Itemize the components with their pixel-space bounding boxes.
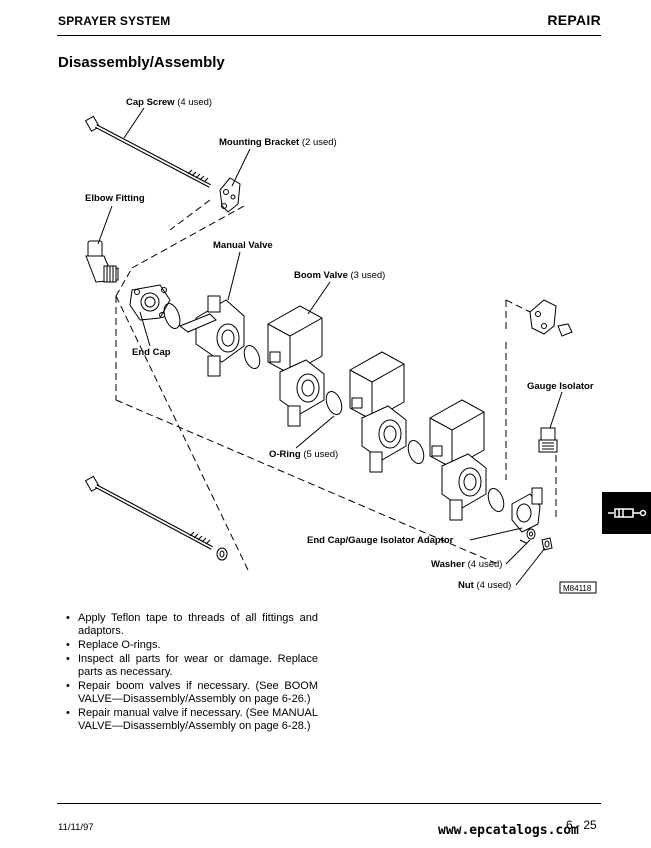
header-rule <box>57 35 601 36</box>
instruction-item: •Apply Teflon tape to threads of all fit… <box>66 612 318 637</box>
boom-valve-3 <box>429 399 487 521</box>
end-cap <box>129 284 171 321</box>
sprayer-section-tab <box>602 492 651 534</box>
instruction-list: •Apply Teflon tape to threads of all fit… <box>66 612 318 734</box>
footer-date: 11/11/97 <box>58 822 94 833</box>
figure-id: M84118 <box>563 584 592 593</box>
label-boom-valve: Boom Valve (3 used) <box>294 270 385 281</box>
mounting-bracket-right <box>529 299 573 337</box>
exploded-assembly-diagram: Cap Screw (4 used) Mounting Bracket (2 u… <box>84 97 597 594</box>
cap-screw-upper <box>84 115 211 188</box>
label-washer: Washer (4 used) <box>431 559 502 570</box>
label-end-cap: End Cap <box>132 347 171 358</box>
label-elbow-fitting: Elbow Fitting <box>85 193 145 204</box>
instruction-item: •Repair manual valve if necessary. (See … <box>66 707 318 732</box>
mounting-bracket-upper <box>219 177 241 213</box>
label-cap-screw: Cap Screw (4 used) <box>126 97 212 108</box>
label-o-ring: O-Ring (5 used) <box>269 449 338 460</box>
manual-valve <box>178 295 245 377</box>
boom-valve-1 <box>267 305 325 427</box>
label-gauge-isolator: Gauge Isolator <box>527 381 594 392</box>
label-end-cap-adaptor: End Cap/Gauge Isolator Adaptor <box>307 535 454 546</box>
end-cap-gauge-isolator-adaptor <box>511 487 543 533</box>
instruction-item: •Replace O-rings. <box>66 639 161 651</box>
label-mounting-bracket: Mounting Bracket (2 used) <box>219 137 337 148</box>
figure-id-box <box>559 581 597 594</box>
page-number: 6 - 25 <box>566 818 597 832</box>
sprayer-nozzle-icon <box>608 508 647 518</box>
watermark-url: www.epcatalogs.com <box>438 823 579 838</box>
page-title: Disassembly/Assembly <box>58 54 225 71</box>
elbow-fitting <box>85 240 119 283</box>
gauge-isolator <box>538 427 558 453</box>
instruction-item: •Inspect all parts for wear or damage. R… <box>66 653 318 678</box>
footer-rule <box>57 803 601 804</box>
instruction-item: •Repair boom valves if necessary. (See B… <box>66 680 318 705</box>
cap-screw-lower <box>84 475 228 561</box>
label-nut: Nut (4 used) <box>458 580 511 591</box>
header-chapter-title: REPAIR <box>547 12 601 28</box>
header-section-title: SPRAYER SYSTEM <box>58 14 171 28</box>
label-manual-valve: Manual Valve <box>213 240 273 251</box>
boom-valve-2 <box>349 351 407 473</box>
